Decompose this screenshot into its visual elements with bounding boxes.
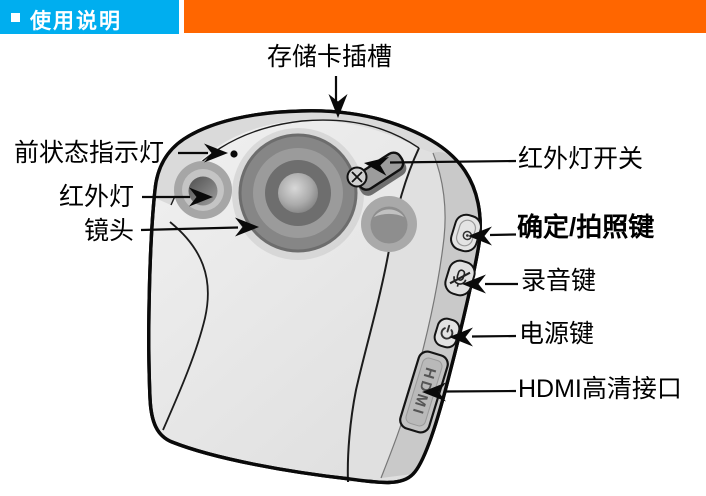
label-ir-switch: 红外灯开关: [518, 145, 644, 173]
header-blue-bar: 使用说明: [0, 0, 179, 34]
header-bullet-icon: [11, 13, 20, 22]
label-card-slot: 存储卡插槽: [267, 43, 393, 71]
infrared-light: [174, 161, 232, 219]
label-power-key: 电源键: [519, 320, 595, 348]
label-record-key: 录音键: [521, 267, 597, 295]
label-lens: 镜头: [84, 217, 135, 245]
header-orange-bar: [184, 0, 706, 33]
label-hdmi-port: HDMI高清接口: [518, 375, 682, 403]
callout-lines: [140, 76, 518, 393]
label-front-status-led: 前状态指示灯: [14, 139, 165, 167]
secondary-lens-window: [361, 196, 417, 252]
right-mid-bevel: [347, 148, 446, 482]
label-ir-light: 红外灯: [59, 183, 135, 211]
page-title: 使用说明: [30, 10, 122, 33]
power-button: [433, 317, 461, 349]
power-icon: [440, 324, 454, 340]
lens-assembly: [232, 128, 364, 260]
record-button: [444, 259, 476, 297]
status-led-dot: [230, 150, 238, 158]
label-ok-photo-key: 确定/拍照键: [517, 212, 655, 242]
microphone-mute-icon: [449, 269, 471, 287]
